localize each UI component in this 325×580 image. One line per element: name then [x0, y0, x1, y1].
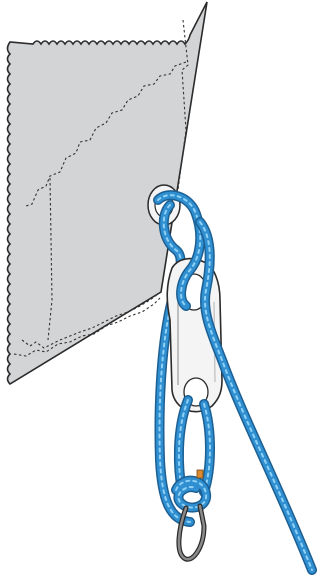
snap-hook: [179, 506, 204, 559]
orange-whipping: [197, 470, 203, 478]
